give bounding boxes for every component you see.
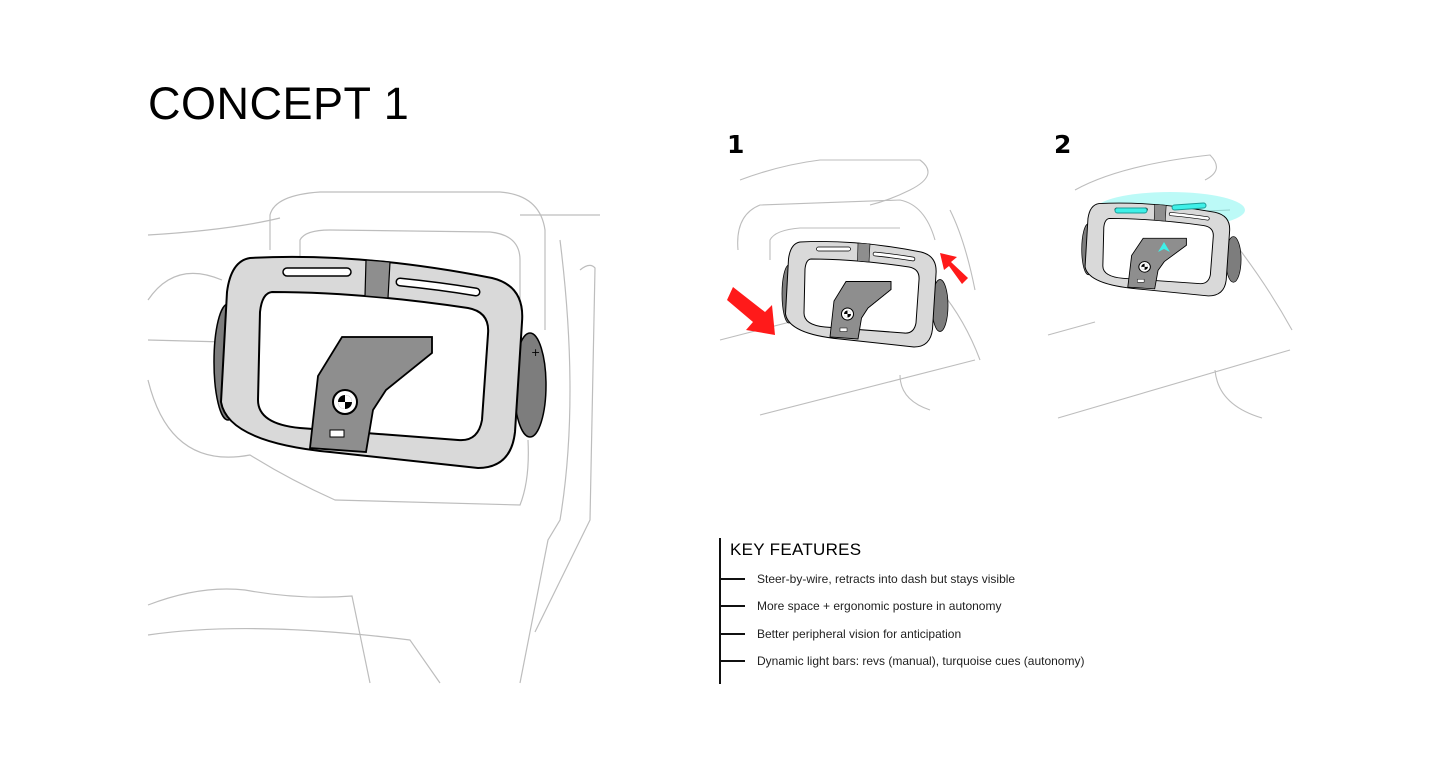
feature-item: Dynamic light bars: revs (manual), turqu… <box>721 654 1084 668</box>
feature-item: Steer-by-wire, retracts into dash but st… <box>721 572 1015 586</box>
step-2-label: 2 <box>1054 130 1072 159</box>
key-features-heading: KEY FEATURES <box>730 540 862 559</box>
feature-text: More space + ergonomic posture in autono… <box>757 599 1002 613</box>
step-1-label: 1 <box>727 130 745 159</box>
navigation-arrow-icon <box>1158 242 1170 252</box>
sketch-1-wheel <box>782 241 948 347</box>
feature-text: Better peripheral vision for anticipatio… <box>757 627 962 641</box>
page-title: CONCEPT 1 <box>148 78 410 129</box>
light-bar-right <box>1171 202 1207 211</box>
bullet-dash <box>721 660 745 662</box>
light-bar-left <box>1114 207 1148 214</box>
plus-button-icon: + <box>531 346 540 359</box>
arrow-left-icon <box>727 287 775 335</box>
key-features: KEY FEATURES Steer-by-wire, retracts int… <box>719 538 1161 684</box>
sketch-1-background <box>719 159 981 416</box>
bullet-dash <box>721 633 745 635</box>
feature-item: More space + ergonomic posture in autono… <box>721 599 1001 613</box>
arrow-right-icon <box>940 253 968 284</box>
feature-text: Steer-by-wire, retracts into dash but st… <box>757 572 1016 586</box>
main-steering-wheel <box>214 257 546 468</box>
feature-item: Better peripheral vision for anticipatio… <box>721 627 961 641</box>
feature-text: Dynamic light bars: revs (manual), turqu… <box>757 654 1085 668</box>
bullet-dash <box>721 578 745 580</box>
bullet-dash <box>721 605 745 607</box>
